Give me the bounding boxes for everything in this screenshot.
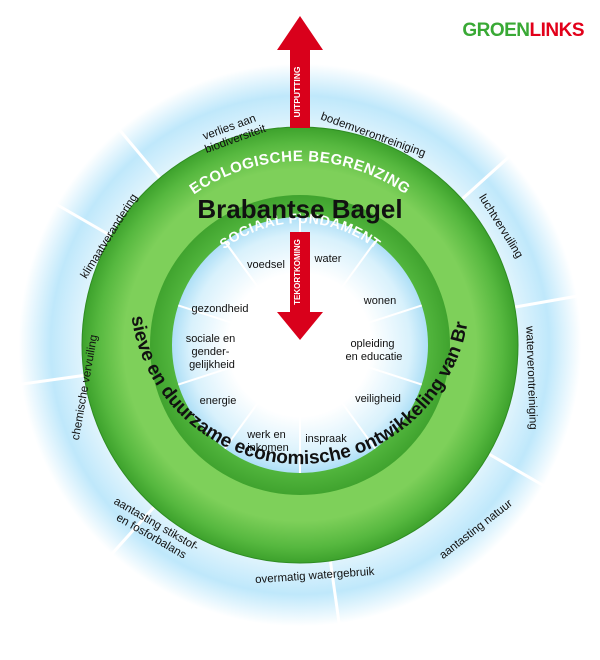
logo-part-links: LINKS <box>529 20 585 41</box>
outerSpokes-line <box>461 153 513 201</box>
innerSpokes-line <box>299 240 377 346</box>
inner-label-safety: veiligheid <box>355 393 401 405</box>
outer-label-water-pollution: waterverontreiniging <box>523 325 539 430</box>
outerSpokes-line <box>328 560 342 628</box>
outerSpokes-line <box>52 201 112 238</box>
innerSpokes-line <box>299 344 423 386</box>
innerSpokes-line <box>223 344 301 450</box>
outerSpokes-line <box>108 506 156 558</box>
inner-label-housing: wonen <box>363 295 396 307</box>
innerSpokes-line <box>177 304 301 346</box>
innerSpokes-line <box>299 344 377 450</box>
inner-label-water: water <box>314 253 342 265</box>
inner-label-education: opleiding en educatie <box>346 338 403 363</box>
inner-label-energy: energie <box>200 395 237 407</box>
outerSpokes-line <box>17 373 85 387</box>
outer-separators <box>17 125 581 628</box>
social-foundation-labels: water wonen opleiding en educatie veilig… <box>186 253 403 454</box>
innerSpokes-line <box>223 240 301 346</box>
inner-label-health: gezondheid <box>192 303 249 315</box>
tekortkoming-label: TEKORTKOMING <box>293 239 302 305</box>
outerSpokes-line <box>488 452 548 489</box>
tekortkoming-arrow: TEKORTKOMING <box>277 232 323 340</box>
inner-label-work: werk en inkomen <box>246 429 289 454</box>
inner-separators <box>177 217 423 473</box>
innerSpokes-line <box>177 344 301 386</box>
outerSpokes-line <box>514 294 581 309</box>
inner-label-equality: sociale en gender- gelijkheid <box>186 333 239 371</box>
outerSpokes-line <box>115 125 162 179</box>
main-title: Brabantse Bagel <box>197 194 402 224</box>
innerSpokes-line <box>299 304 423 346</box>
inner-label-participation: inspraak <box>305 433 347 445</box>
uitputting-arrow: UITPUTTING <box>277 16 323 128</box>
uitputting-label: UITPUTTING <box>292 66 302 117</box>
groenlinks-logo: GROENLINKS <box>462 20 584 42</box>
logo-part-groen: GROEN <box>462 20 530 41</box>
inner-label-food: voedsel <box>247 259 285 271</box>
